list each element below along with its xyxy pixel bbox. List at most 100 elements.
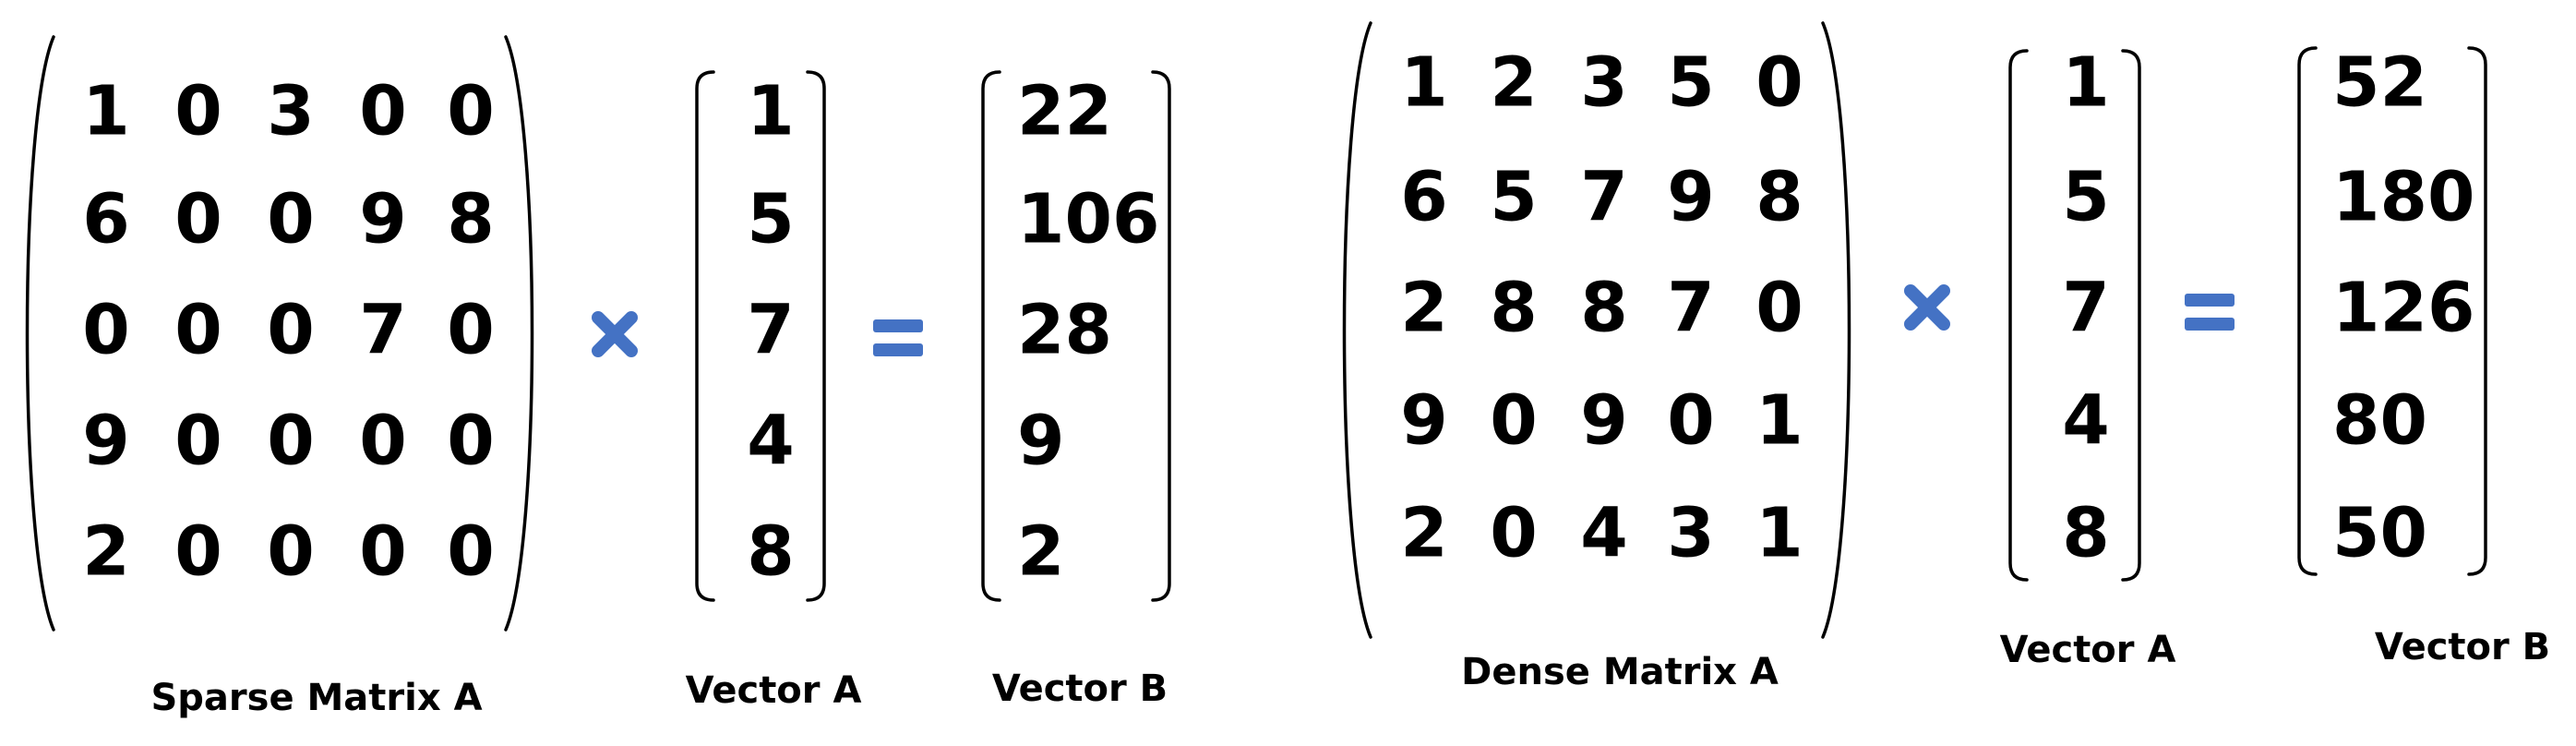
vector-b-cell-3: 28 bbox=[1017, 291, 1112, 370]
matrix-cell-r5-c1: 2 bbox=[82, 512, 130, 592]
matrix-cell-r4-c3: 9 bbox=[1580, 381, 1628, 461]
vector-b-cell-5: 50 bbox=[2332, 494, 2427, 573]
matrix-cell-r5-c2: 0 bbox=[1490, 494, 1538, 573]
matrix-cell-r5-c4: 3 bbox=[1667, 494, 1715, 573]
matrix-cell-r4-c4: 0 bbox=[359, 402, 407, 481]
matrix-cell-r4-c5: 1 bbox=[1755, 381, 1803, 461]
matrix-cell-r1-c1: 1 bbox=[82, 72, 130, 151]
vector-a-bracket-right bbox=[806, 70, 826, 602]
vector-a-cell-4: 4 bbox=[747, 402, 795, 481]
matrix-cell-r1-c4: 0 bbox=[359, 72, 407, 151]
matrix-cell-r2-c3: 0 bbox=[267, 180, 315, 259]
vector-a-bracket-left bbox=[2008, 49, 2029, 582]
matrix-cell-r4-c4: 0 bbox=[1667, 381, 1715, 461]
matrix-cell-r2-c1: 6 bbox=[82, 180, 130, 259]
multiply-x-icon-stroke-2 bbox=[1904, 284, 1950, 331]
vector-b-cell-1: 22 bbox=[1017, 72, 1112, 151]
vector-b-label: Vector B bbox=[2375, 626, 2550, 668]
matrix-cell-r5-c4: 0 bbox=[359, 512, 407, 592]
vector-b-cell-2: 180 bbox=[2332, 158, 2474, 237]
vector-a-bracket-left bbox=[695, 70, 715, 602]
matrix-cell-r2-c4: 9 bbox=[359, 180, 407, 259]
vector-a-cell-5: 8 bbox=[747, 512, 795, 592]
matrix-cell-r3-c5: 0 bbox=[447, 291, 495, 370]
vector-b-label: Vector B bbox=[992, 668, 1168, 710]
equals-icon-bar-2 bbox=[873, 343, 923, 356]
vector-a-cell-1: 1 bbox=[2062, 43, 2110, 123]
matrix-cell-r1-c3: 3 bbox=[1580, 43, 1628, 123]
vector-b-cell-4: 9 bbox=[1017, 402, 1065, 481]
equals-icon-bar-1 bbox=[2185, 294, 2235, 307]
vector-a-label: Vector A bbox=[686, 669, 862, 712]
matrix-cell-r3-c5: 0 bbox=[1755, 269, 1803, 348]
matrix-right-paren bbox=[1821, 21, 1851, 639]
vector-b-bracket-left bbox=[2297, 46, 2318, 576]
matrix-cell-r3-c1: 0 bbox=[82, 291, 130, 370]
equals-icon-bar-1 bbox=[873, 319, 923, 332]
matrix-cell-r3-c3: 8 bbox=[1580, 269, 1628, 348]
equals-icon bbox=[873, 319, 923, 356]
vector-b-1: 22 106 28 9 2 bbox=[981, 70, 1171, 602]
vector-a-cell-2: 5 bbox=[747, 180, 795, 259]
vector-a-cell-1: 1 bbox=[747, 72, 795, 151]
matrix-cell-r1-c1: 1 bbox=[1400, 43, 1448, 123]
matrix-cell-r1-c4: 5 bbox=[1667, 43, 1715, 123]
matrix-cell-r3-c4: 7 bbox=[1667, 269, 1715, 348]
vector-a-cell-3: 7 bbox=[747, 291, 795, 370]
vector-b-cell-5: 2 bbox=[1017, 512, 1065, 592]
vector-a-1: 1 5 7 4 8 bbox=[695, 70, 826, 602]
vector-a-bracket-right bbox=[2121, 49, 2141, 582]
matrix-cell-r2-c5: 8 bbox=[1755, 158, 1803, 237]
multiply-x-icon-stroke-2 bbox=[592, 311, 638, 357]
vector-a-cell-4: 4 bbox=[2062, 381, 2110, 461]
matrix-cell-r5-c3: 0 bbox=[267, 512, 315, 592]
matrix-cell-r1-c3: 3 bbox=[267, 72, 315, 151]
matrix-cell-r4-c1: 9 bbox=[1400, 381, 1448, 461]
matrix-cell-r1-c5: 0 bbox=[447, 72, 495, 151]
matrix-cell-r3-c2: 8 bbox=[1490, 269, 1538, 348]
vector-b-bracket-right bbox=[2467, 46, 2487, 576]
multiply-x-icon bbox=[1904, 284, 1950, 331]
vector-b-cell-4: 80 bbox=[2332, 381, 2427, 461]
matrix-cell-r2-c2: 5 bbox=[1490, 158, 1538, 237]
matrix-cell-r4-c5: 0 bbox=[447, 402, 495, 481]
vector-b-bracket-left bbox=[981, 70, 1001, 602]
matrix-cell-r3-c4: 7 bbox=[359, 291, 407, 370]
matrix-cell-r4-c2: 0 bbox=[1490, 381, 1538, 461]
matrix-cell-r1-c2: 2 bbox=[1490, 43, 1538, 123]
matrix-cell-r3-c3: 0 bbox=[267, 291, 315, 370]
matrix-cell-r2-c2: 0 bbox=[174, 180, 222, 259]
matrix-cell-r4-c3: 0 bbox=[267, 402, 315, 481]
matrix-cell-r2-c5: 8 bbox=[447, 180, 495, 259]
matrix-cell-r2-c1: 6 bbox=[1400, 158, 1448, 237]
matrix-label: Sparse Matrix A bbox=[150, 677, 482, 719]
vector-b-cell-1: 52 bbox=[2332, 43, 2427, 123]
matrix-cell-r5-c1: 2 bbox=[1400, 494, 1448, 573]
matrix-cell-r5-c5: 1 bbox=[1755, 494, 1803, 573]
equals-icon bbox=[2185, 294, 2235, 331]
matrix-cell-r4-c1: 9 bbox=[82, 402, 130, 481]
matrix-cell-r4-c2: 0 bbox=[174, 402, 222, 481]
matrix-cell-r2-c4: 9 bbox=[1667, 158, 1715, 237]
matrix-cell-r2-c3: 7 bbox=[1580, 158, 1628, 237]
vector-a-cell-3: 7 bbox=[2062, 269, 2110, 348]
matrix-cell-r5-c2: 0 bbox=[174, 512, 222, 592]
matrix-cell-r3-c2: 0 bbox=[174, 291, 222, 370]
matrix-right-paren bbox=[504, 35, 534, 632]
matrix-left-paren bbox=[25, 35, 55, 632]
multiply-x-icon bbox=[592, 311, 638, 357]
vector-a-label: Vector A bbox=[2000, 629, 2176, 671]
vector-b-cell-2: 106 bbox=[1017, 180, 1159, 259]
matrix-cell-r1-c5: 0 bbox=[1755, 43, 1803, 123]
matrix-cell-r5-c5: 0 bbox=[447, 512, 495, 592]
matrix-label: Dense Matrix A bbox=[1461, 651, 1779, 693]
equals-icon-bar-2 bbox=[2185, 318, 2235, 331]
